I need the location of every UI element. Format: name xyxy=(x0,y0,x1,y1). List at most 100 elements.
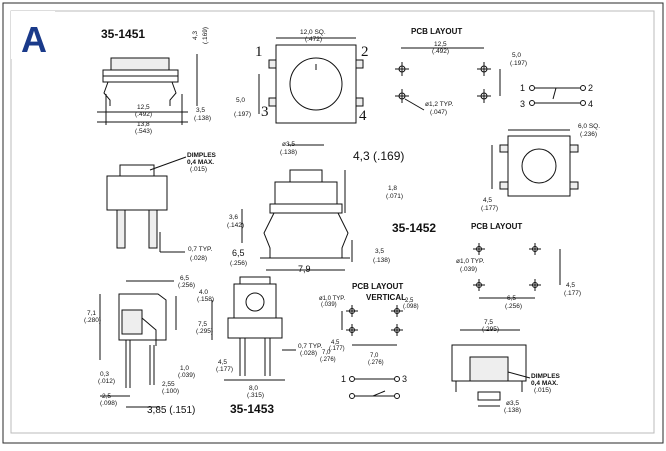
r-dim-7-5-inch: (.295) xyxy=(196,328,213,335)
dim-6-0-sq: 6,0 SQ. xyxy=(578,123,600,130)
pin-2: 2 xyxy=(361,44,369,60)
pcb-1452-dim-4-5-inch: (.177) xyxy=(564,290,581,297)
b-dimples-label: DIMPLES xyxy=(531,373,561,380)
r-dim-7-1: 7,1 xyxy=(87,310,96,317)
r-dim-0-7-inch: (.028) xyxy=(300,350,317,357)
r-dim-7-5: 7,5 xyxy=(198,321,207,328)
v-dim-4-5: 4,5 xyxy=(331,340,340,346)
dim-1-8: 1,8 xyxy=(388,185,397,192)
panel-letter: A xyxy=(21,19,47,60)
r-dim-4-0: 4.0 xyxy=(199,289,208,296)
dim-0-7-typ-inch: (.028) xyxy=(190,255,207,262)
schematic-pin-1: 1 xyxy=(520,83,525,93)
dim-dia-3-5-inch: (.138) xyxy=(280,149,297,156)
dim-6-5: 6,5 xyxy=(232,248,245,258)
pcb-hole-1-2: ø1,2 TYP. xyxy=(425,101,453,108)
r-dim-6-5-inch: (.256) xyxy=(178,282,195,289)
dim-3-5-pin: 3,5 xyxy=(375,248,384,255)
r-dim-3-85: 3,85 (.151) xyxy=(147,405,195,416)
dim-4-5-inch: (.177) xyxy=(481,205,498,212)
dim-4-3-inch: (.169) xyxy=(202,27,209,44)
r-dim-4-5-inch: (.177) xyxy=(216,366,233,373)
v-dim-7-0-b-inch: (.276) xyxy=(320,357,336,363)
outer-border xyxy=(2,2,664,444)
dimples-max: 0,4 MAX. xyxy=(187,159,214,166)
front-view-1453 xyxy=(211,276,296,381)
dim-4-3-large: 4,3 (.169) xyxy=(353,149,404,163)
pcb-dim-5-0: 5,0 xyxy=(512,52,521,59)
dim-3-5-side-inch: (.138) xyxy=(194,115,211,122)
dim-1-8-inch: (.071) xyxy=(386,193,403,200)
b-dim-7-5: 7,5 xyxy=(484,319,493,326)
side-view-1451 xyxy=(97,54,198,125)
v-dim-7-0-inch: (.276) xyxy=(368,360,384,366)
dim-12-5: 12,5 xyxy=(137,104,150,111)
b-dimples-max: 0,4 MAX. xyxy=(531,380,558,387)
r-dim-1-0-inch: (.039) xyxy=(178,372,195,379)
part-number-1451: 35-1451 xyxy=(101,27,145,41)
pcb-layout-heading-1452: PCB LAYOUT xyxy=(471,222,522,231)
pcb-1452-hole: ø1,0 TYP. xyxy=(456,258,484,265)
pcb-layout-heading-1: PCB LAYOUT xyxy=(411,27,462,36)
top-view-1452 xyxy=(491,129,579,197)
dim-0-7-typ: 0,7 TYP. xyxy=(188,246,213,253)
dim-12-sq: 12,0 SQ. xyxy=(300,29,326,36)
r-dim-2-5-inch: (.098) xyxy=(100,400,117,407)
dim-3-6-inch: (.142) xyxy=(227,222,244,229)
part-number-1452: 35-1452 xyxy=(392,221,436,235)
dim-4-3: 4,3 xyxy=(192,31,199,40)
pcb-1452-dim-6-5-inch: (.256) xyxy=(505,303,522,310)
dimples-label: DIMPLES xyxy=(187,152,217,159)
schematic-small-1: 1 xyxy=(341,374,346,384)
pcb-layout-1452 xyxy=(473,243,561,299)
dim-5-0-top-inch: (.197) xyxy=(234,111,251,118)
b-dim-dia-3-5: ø3,5 xyxy=(506,400,519,407)
v-dim-2-5: 2,5 xyxy=(405,298,414,304)
r-dim-6-5: 6,5 xyxy=(180,275,189,282)
pcb-hole-1-2-inch: (.047) xyxy=(430,109,447,116)
v-dim-7-0: 7,0 xyxy=(370,353,379,359)
pcb-1452-dim-4-5: 4,5 xyxy=(566,282,575,289)
dim-13-8: 13,8 xyxy=(137,121,150,128)
r-dim-1-0: 1,0 xyxy=(180,365,189,372)
r-dim-0-7: 0,7 TYP. xyxy=(298,343,323,350)
r-dim-0-3-inch: (.012) xyxy=(98,378,115,385)
pin-4: 4 xyxy=(359,108,367,124)
v-dim-2-5-inch: (.098) xyxy=(403,304,419,310)
dim-12-5-inch: (.492) xyxy=(135,111,152,118)
r-dim-7-1-inch: (.280) xyxy=(84,317,101,324)
b-dimples-inch: (.015) xyxy=(534,387,551,394)
dim-12-sq-inch: (.472) xyxy=(305,36,322,43)
side-view-center xyxy=(241,144,353,271)
pcb-dim-12-5-inch: (.492) xyxy=(432,48,449,55)
r-dim-8-0-inch: (.315) xyxy=(247,392,264,399)
pcb-layout-1451 xyxy=(395,47,501,111)
panel-letter-box xyxy=(11,11,55,59)
pin-1: 1 xyxy=(255,44,263,60)
schematic-pin-2: 2 xyxy=(588,83,593,93)
pcb-layout-vertical-heading: PCB LAYOUT xyxy=(352,282,403,291)
side-view-dimples xyxy=(451,329,531,407)
pcb-1452-dim-6-5: 6,5 xyxy=(507,295,516,302)
dim-3-5-pin-inch: (.138) xyxy=(373,257,390,264)
pcb-layout-vertical-subheading: VERTICAL xyxy=(366,293,406,302)
r-dim-4-5: 4,5 xyxy=(218,359,227,366)
dim-5-0-top: 5,0 xyxy=(236,97,245,104)
pcb-layout-vertical xyxy=(341,305,403,399)
switch-schematic xyxy=(529,85,586,106)
v-dim-4-5-inch: (.177) xyxy=(329,346,345,352)
pcb-dim-12-5: 12,5 xyxy=(434,41,447,48)
dim-dia-3-5: ø3,5 xyxy=(282,141,295,148)
r-dim-0-3: 0,3 xyxy=(100,371,109,378)
right-angle-side-view xyxy=(99,280,177,408)
r-dim-4-0-inch: (.158) xyxy=(197,296,214,303)
part-number-1453: 35-1453 xyxy=(230,402,274,416)
dim-6-5-inch: (.256) xyxy=(230,260,247,267)
front-view-small xyxy=(106,156,187,253)
dim-13-8-inch: (.543) xyxy=(135,128,152,135)
schematic-small-3: 3 xyxy=(402,374,407,384)
v-hole-1-0-inch: (.039) xyxy=(321,302,337,308)
r-dim-8-0: 8,0 xyxy=(249,385,258,392)
b-dim-dia-3-5-inch: (.138) xyxy=(504,407,521,414)
